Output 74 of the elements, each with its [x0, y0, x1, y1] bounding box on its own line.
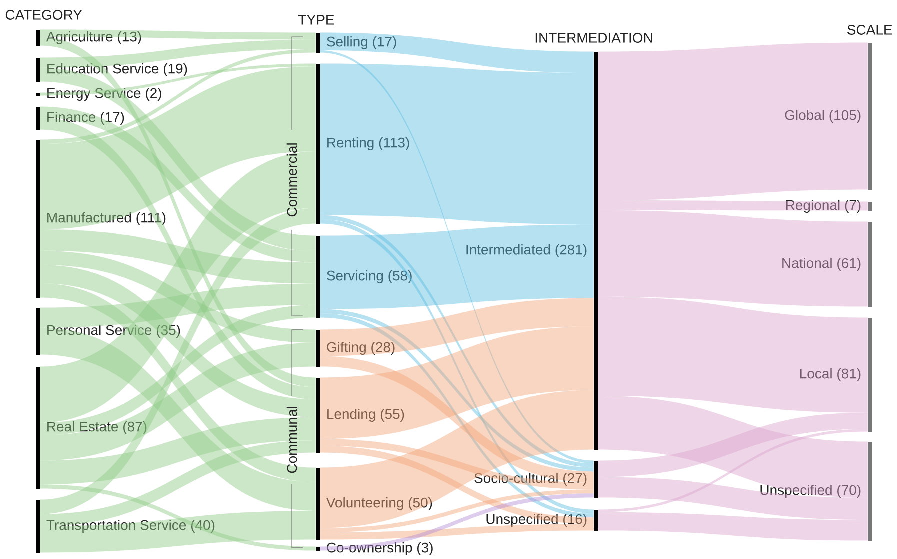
node-label: National (61): [782, 258, 861, 271]
flow-band: [40, 40, 316, 68]
flow-band: [40, 37, 316, 388]
group-label: Communal: [286, 407, 298, 474]
node-label: Local (81): [800, 368, 861, 382]
flow-band: [40, 106, 316, 263]
node-label: Lending (55): [328, 408, 404, 422]
flow-band: [320, 220, 594, 514]
flow-band: [598, 477, 868, 520]
flow-band: [40, 484, 316, 551]
flow-band: [40, 510, 316, 553]
flow-band: [320, 390, 594, 528]
node-label: Unspecified (16): [486, 514, 587, 527]
flow-band: [598, 396, 868, 498]
flow-band: [40, 152, 316, 423]
flow-band: [320, 224, 594, 310]
flow-band: [40, 64, 316, 96]
flow-band: [320, 309, 594, 472]
flow-band: [598, 200, 868, 211]
group-label: Commercial: [286, 144, 298, 217]
node-label: Global (105): [785, 110, 861, 124]
node-label: Personal Service (35): [48, 324, 180, 338]
flow-band: [320, 298, 594, 356]
flow-band: [320, 215, 594, 468]
flow-band: [40, 229, 316, 284]
column-heading: CATEGORY: [6, 10, 82, 20]
flow-band: [320, 494, 594, 551]
node-label: Intermediated (281): [466, 244, 587, 258]
flow-band: [598, 296, 868, 413]
flow-band: [40, 440, 316, 526]
node-label: Real Estate (87): [48, 421, 147, 434]
node-label: Renting (113): [328, 137, 410, 150]
flow-band: [40, 49, 316, 144]
flow-band: [40, 265, 316, 418]
node-label: Unspecified (70): [760, 484, 861, 498]
node-label: Finance (17): [48, 112, 124, 126]
flow-band: [598, 512, 868, 541]
flow-band: [320, 439, 594, 490]
node-label: Education Service (19): [48, 63, 188, 77]
node-label: Co-ownership (3): [327, 542, 433, 556]
node-label: Energy Service (2): [48, 88, 162, 101]
column-heading: TYPE: [298, 15, 334, 25]
flow-band: [40, 250, 316, 343]
flow-band: [40, 328, 316, 511]
flow-band: [40, 305, 316, 436]
flow-band: [40, 208, 316, 514]
node-label: Regional (7): [786, 200, 861, 213]
flow-band: [320, 524, 594, 540]
node-label: Volunteering (50): [326, 497, 432, 510]
node-label: Agriculture (13): [46, 31, 142, 44]
flow-band: [40, 30, 316, 40]
flow-band: [40, 417, 316, 485]
flow-band: [40, 118, 316, 400]
flow-band: [320, 64, 594, 225]
node-label: Gifting (28): [327, 342, 395, 355]
node-label: Transportation Service (40): [46, 520, 215, 533]
flow-band: [320, 314, 594, 518]
node-label: Socio-cultural (27): [474, 472, 587, 486]
flow-band: [320, 446, 594, 524]
flow-band: [598, 210, 868, 307]
flow-band: [320, 490, 594, 533]
node-label: Selling (17): [327, 36, 396, 50]
node-label: Manufactured (111): [48, 212, 166, 226]
flow-band: [40, 284, 316, 482]
flow-band: [598, 42, 868, 200]
flow-band: [598, 429, 868, 512]
flow-band: [320, 356, 594, 483]
flow-band: [40, 284, 316, 328]
flow-band: [320, 326, 594, 440]
flow-band: [320, 32, 594, 74]
flow-band: [40, 343, 316, 461]
flow-band: [320, 50, 594, 464]
flow-band: [598, 412, 868, 478]
node-label: Servicing (58): [327, 270, 412, 284]
